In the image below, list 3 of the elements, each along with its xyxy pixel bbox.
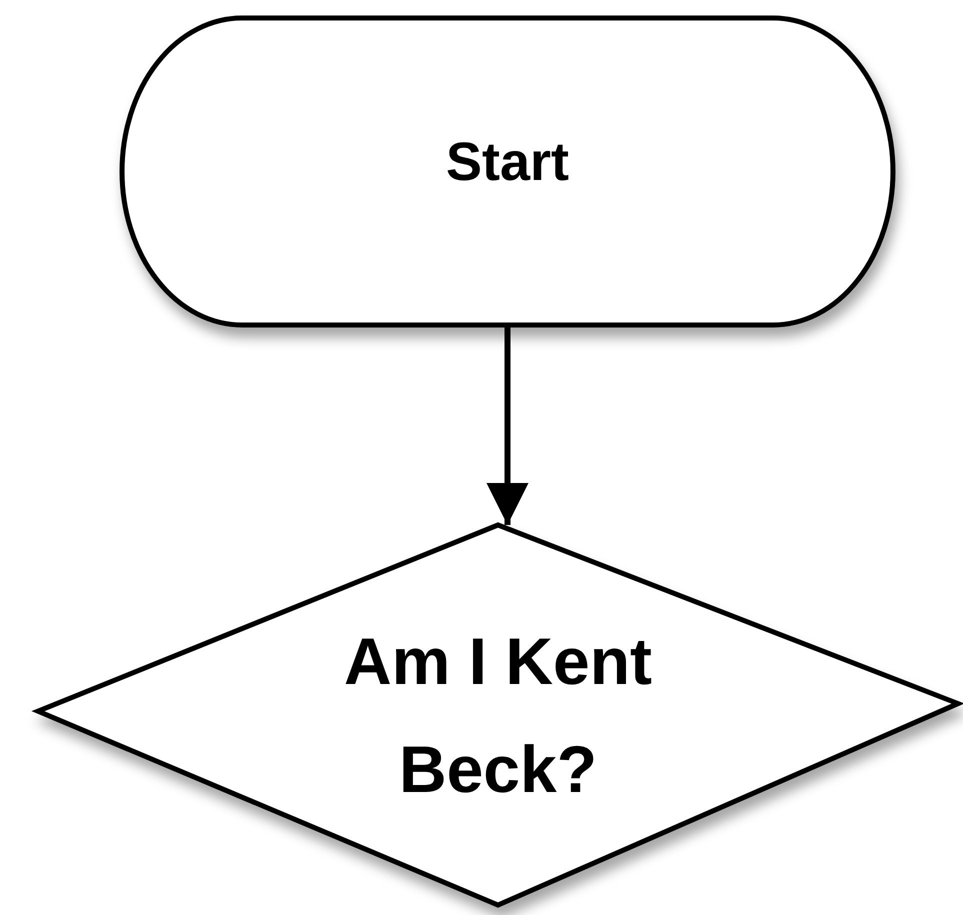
node-label: Am I Kent Beck?: [342, 623, 654, 808]
arrow: [486, 325, 528, 525]
node-label: Start: [444, 132, 570, 192]
